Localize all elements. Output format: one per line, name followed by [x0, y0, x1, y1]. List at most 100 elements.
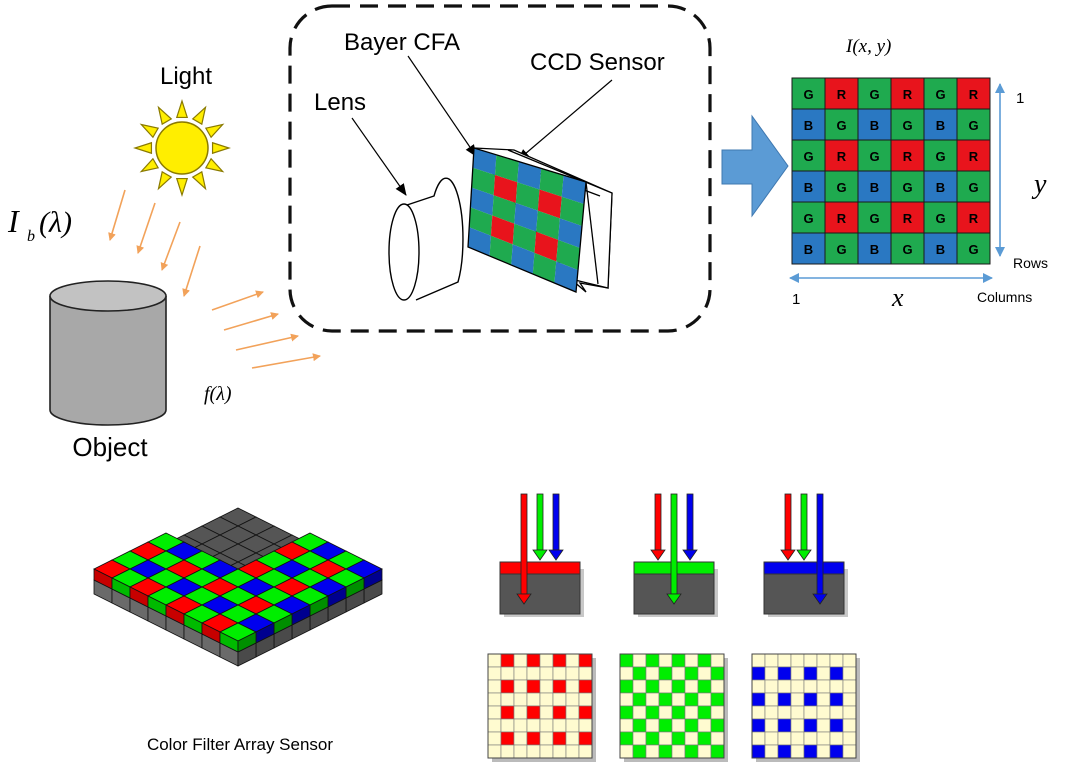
- mask-pixel: [764, 679, 779, 694]
- matrix-cell-letter: B: [936, 180, 945, 195]
- ccd-cfa-cell: [471, 167, 496, 196]
- mask-pixel: [513, 718, 528, 733]
- mask-pixel: [803, 653, 818, 668]
- light-beam: [670, 493, 678, 595]
- matrix-cell: [824, 108, 859, 141]
- ccd-cfa-cell: [472, 148, 497, 176]
- light-beam-head: [812, 593, 828, 605]
- cfa-sensor-isometric: [93, 507, 383, 667]
- mask-pixel: [697, 692, 712, 707]
- mask-pixel: [619, 679, 634, 694]
- sensor-substrate: [499, 573, 581, 615]
- column-tick-1: 1: [792, 291, 800, 308]
- mask-pixel: [803, 705, 818, 720]
- matrix-cell-letter: G: [902, 118, 912, 133]
- light-beam: [552, 493, 560, 551]
- mask-pixel: [671, 744, 686, 759]
- matrix-cell: [956, 201, 991, 234]
- ccd-cfa-cell: [512, 223, 537, 253]
- mask-pixel: [513, 731, 528, 746]
- matrix-cell: [824, 170, 859, 203]
- mask-pixel: [816, 679, 831, 694]
- mask-pixel: [500, 679, 515, 694]
- mask-pixel: [526, 731, 541, 746]
- mask-pixel: [671, 653, 686, 668]
- matrix-cell-letter: G: [935, 149, 945, 164]
- mask-pixel: [764, 692, 779, 707]
- mask-pixel: [632, 705, 647, 720]
- ccd-cfa-cell: [493, 175, 518, 203]
- image-function-label: I(x, y): [845, 36, 891, 57]
- mask-pixel: [829, 718, 844, 733]
- matrix-cell-letter: G: [968, 242, 978, 257]
- mask-pixel: [777, 666, 792, 681]
- matrix-cell: [791, 77, 826, 110]
- sun-ray: [191, 105, 207, 126]
- mask-pixel: [513, 692, 528, 707]
- ccd-cfa-cell: [517, 161, 542, 190]
- light-beam: [536, 493, 544, 551]
- mask-pixel: [578, 744, 593, 759]
- mask-pixel: [500, 744, 515, 759]
- sun-ray: [211, 141, 231, 155]
- mask-pixel: [619, 705, 634, 720]
- mask-pixel: [526, 666, 541, 681]
- mask-pixel: [842, 666, 857, 681]
- matrix-cell: [857, 108, 892, 141]
- mask-pixel: [710, 744, 725, 759]
- matrix-cell-letter: R: [903, 211, 913, 226]
- ib-main: I: [7, 203, 20, 239]
- mask-pixel: [539, 653, 554, 668]
- ccd-cfa-cell: [539, 168, 564, 197]
- matrix-cell: [890, 108, 925, 141]
- mask-pixel: [658, 705, 673, 720]
- mask-pixel: [565, 718, 580, 733]
- mask-pixel: [684, 679, 699, 694]
- matrix-cell: [923, 77, 958, 110]
- ccd-cfa-cell: [554, 261, 578, 292]
- mask-pixel: [526, 744, 541, 759]
- mask-pixel: [684, 731, 699, 746]
- matrix-cell-letter: B: [804, 242, 813, 257]
- mask-pixel: [565, 692, 580, 707]
- sun-ray: [133, 141, 153, 155]
- mask-pixel: [658, 679, 673, 694]
- mask-pixel: [751, 666, 766, 681]
- mask-pixel: [500, 705, 515, 720]
- mask-pixel: [632, 666, 647, 681]
- mask-pixel: [777, 731, 792, 746]
- bayer-cfa-mosaic: [467, 147, 587, 293]
- matrix-cell-letter: G: [836, 180, 846, 195]
- mask-pixel: [790, 653, 805, 668]
- matrix-cell: [890, 139, 925, 172]
- mask-pixel: [658, 692, 673, 707]
- mask-pixel: [645, 705, 660, 720]
- mask-pixel: [632, 744, 647, 759]
- mask-pixel: [777, 653, 792, 668]
- mask-pixel: [697, 731, 712, 746]
- matrix-cell-letter: G: [869, 87, 879, 102]
- color-filter-strip: [499, 561, 581, 575]
- sun-ray: [175, 177, 189, 197]
- mask-pixel: [619, 718, 634, 733]
- mask-pixel: [645, 679, 660, 694]
- mask-pixel: [751, 679, 766, 694]
- matrix-cell-letter: G: [968, 180, 978, 195]
- matrix-cell-letter: R: [969, 211, 979, 226]
- mask-pixel: [513, 744, 528, 759]
- matrix-cell-letter: B: [804, 118, 813, 133]
- light-beam: [520, 493, 528, 595]
- mask-pixel: [764, 705, 779, 720]
- mask-pixel: [671, 692, 686, 707]
- mask-pixel: [684, 705, 699, 720]
- mask-pixel: [487, 705, 502, 720]
- ib-lambda-label: I b (λ): [7, 203, 72, 245]
- mask-pixel: [539, 744, 554, 759]
- matrix-cell: [956, 77, 991, 110]
- mask-pixel: [684, 744, 699, 759]
- mask-pixel: [710, 679, 725, 694]
- mask-border: [487, 653, 593, 759]
- matrix-cell-letter: B: [936, 242, 945, 257]
- mask-pixel: [539, 692, 554, 707]
